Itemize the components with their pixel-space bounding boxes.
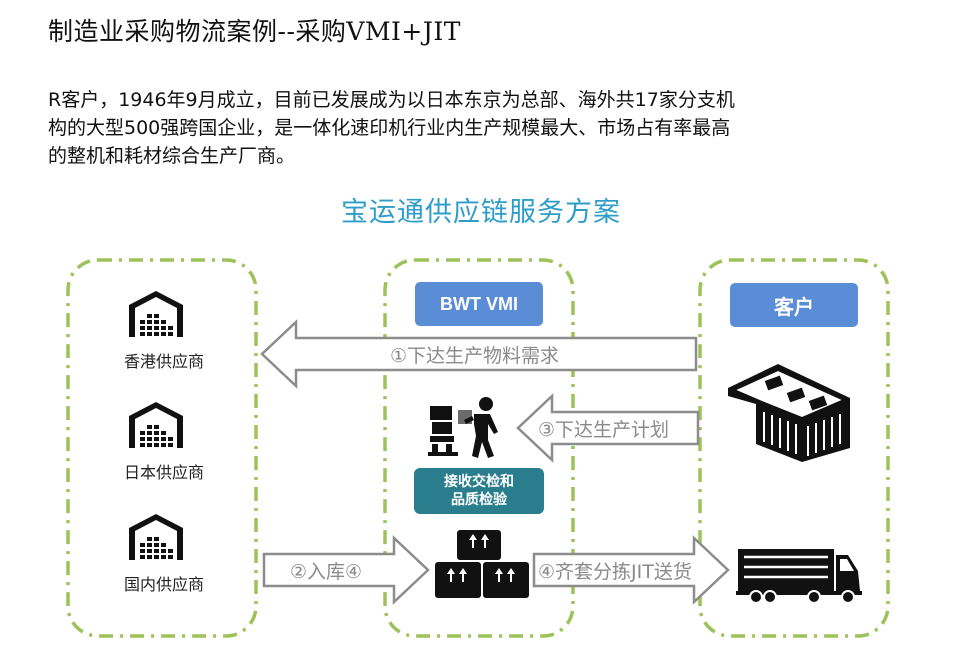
- bwt-panel: [383, 258, 575, 638]
- factory-building-icon: [728, 364, 850, 462]
- solution-subtitle: 宝运通供应链服务方案: [341, 197, 621, 228]
- warehouse-icon: [129, 514, 183, 560]
- bwt-vmi-label: BWT VMI: [415, 282, 543, 326]
- worker-boxes-icon: [428, 397, 498, 458]
- supplier-jp-label: 日本供应商: [123, 463, 204, 482]
- stacked-boxes-icon: [435, 530, 529, 598]
- truck-icon: [736, 549, 862, 604]
- client-panel: [698, 258, 890, 638]
- client-label: 客户: [730, 283, 858, 327]
- jit-arrow-label: ④齐套分拣JIT送货: [538, 561, 692, 583]
- demand-arrow-label: ①下达生产物料需求: [390, 345, 560, 367]
- demand-arrow: [260, 319, 698, 389]
- supplier-cn-label: 国内供应商: [123, 575, 204, 594]
- plan-arrow-label: ③下达生产计划: [538, 419, 670, 441]
- inspection-label: 接收交检和 品质检验: [414, 468, 544, 514]
- warehouse-icon: [129, 291, 183, 337]
- warehouse-icon: [129, 402, 183, 448]
- intro-paragraph: R客户，1946年9月成立，目前已发展成为以日本东京为总部、海外共17家分支机 …: [48, 89, 735, 167]
- page-title: 制造业采购物流案例--采购VMI+JIT: [48, 17, 461, 46]
- jit-arrow: [532, 535, 730, 605]
- inbound-arrow-label: ②入库④: [290, 561, 363, 583]
- supplier-hk-label: 香港供应商: [123, 352, 204, 371]
- plan-arrow: [516, 393, 700, 463]
- supplier-panel: [66, 258, 258, 638]
- inbound-arrow: [262, 535, 430, 605]
